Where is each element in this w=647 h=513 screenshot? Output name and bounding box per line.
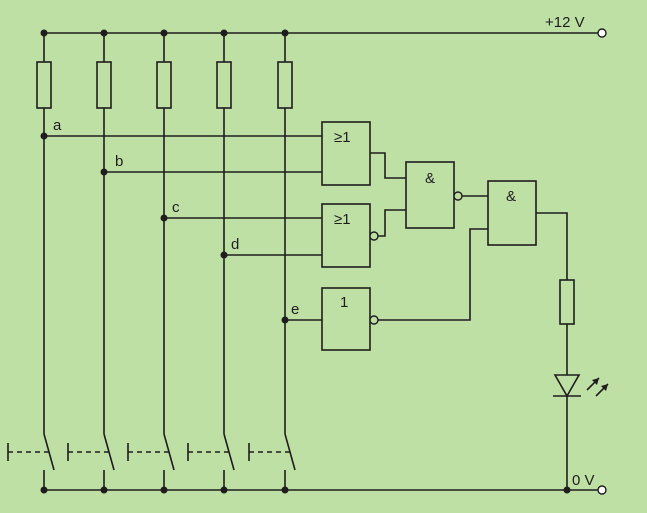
not-to-and2-wire	[378, 228, 488, 321]
and2-output-wire	[536, 212, 568, 280]
pullup-resistor-b	[96, 61, 112, 109]
supply-terminal	[597, 28, 607, 38]
pullup-resistor-d	[216, 61, 232, 109]
pullup-resistor-a	[36, 61, 52, 109]
or1-to-and1-wire	[370, 152, 406, 179]
and-gate-2-symbol: &	[506, 188, 516, 205]
and-gate-2	[487, 180, 537, 246]
input-branch-c	[127, 29, 322, 494]
and1-inversion-bubble	[453, 191, 463, 201]
or-gate-1	[321, 121, 371, 186]
not-inversion-bubble	[369, 315, 379, 325]
supply-label: +12 V	[545, 14, 585, 31]
pullup-resistor-c	[156, 61, 172, 109]
or-gate-2-symbol: ≥1	[334, 211, 351, 228]
pullup-resistor-e	[277, 61, 293, 109]
ground-label: 0 V	[572, 472, 595, 489]
input-label-c: c	[172, 199, 180, 216]
or2-inversion-bubble	[369, 231, 379, 241]
or-gate-1-symbol: ≥1	[334, 129, 351, 146]
input-branch-a	[7, 29, 322, 494]
or-gate-2	[321, 203, 371, 268]
and-gate-1-symbol: &	[425, 170, 435, 187]
input-label-e: e	[291, 301, 299, 318]
not-gate	[321, 287, 371, 351]
input-branch-b	[67, 29, 322, 494]
not-gate-symbol: 1	[340, 294, 348, 311]
input-label-a: a	[53, 117, 62, 134]
ground-terminal	[597, 485, 607, 495]
or2-to-and1-wire	[378, 209, 406, 237]
input-label-d: d	[231, 236, 239, 253]
input-branch-d	[187, 29, 322, 494]
led-icon	[553, 374, 609, 398]
and-gate-1	[405, 161, 455, 229]
input-label-b: b	[115, 153, 123, 170]
led-series-resistor	[559, 279, 575, 325]
input-branch-e	[248, 29, 322, 494]
